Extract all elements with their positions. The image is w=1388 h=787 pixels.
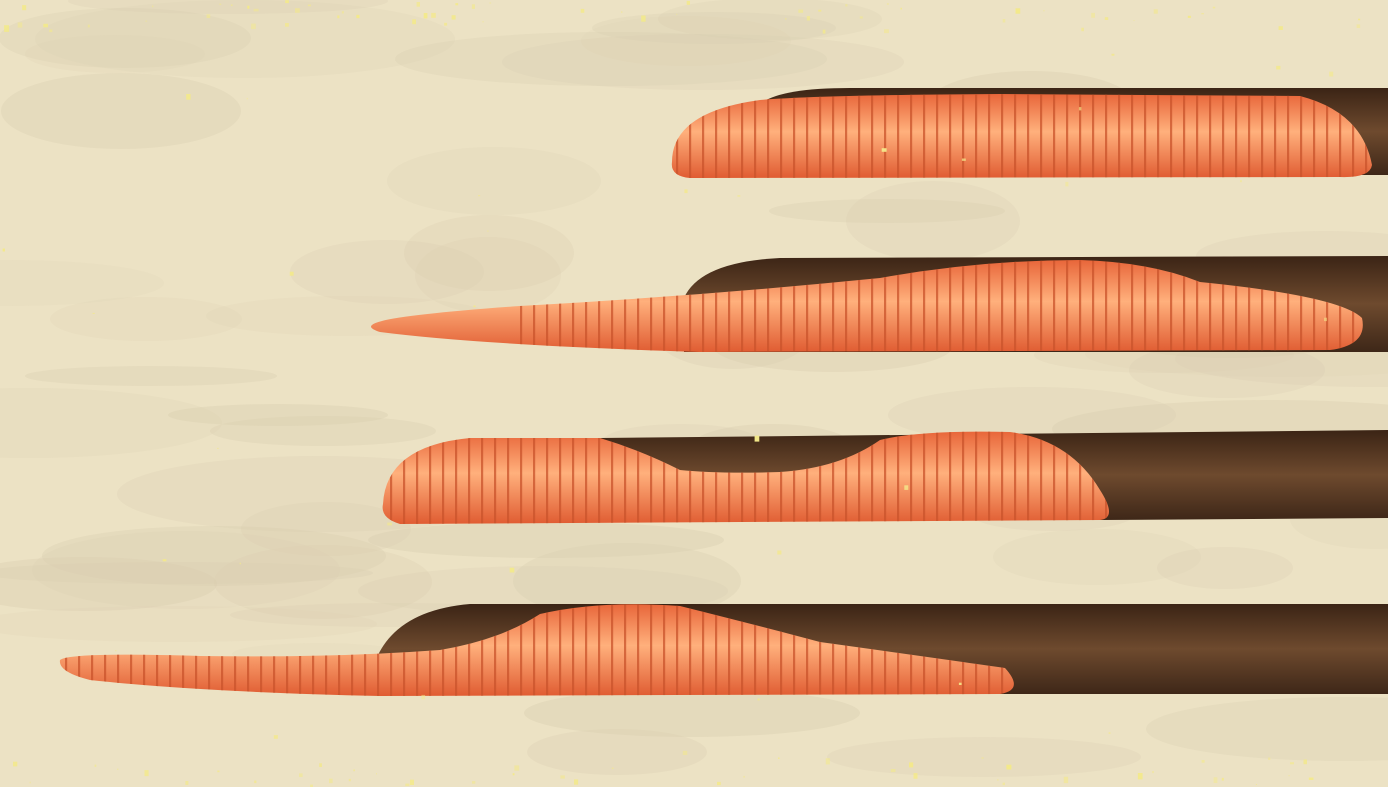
stage-3	[380, 425, 1388, 530]
